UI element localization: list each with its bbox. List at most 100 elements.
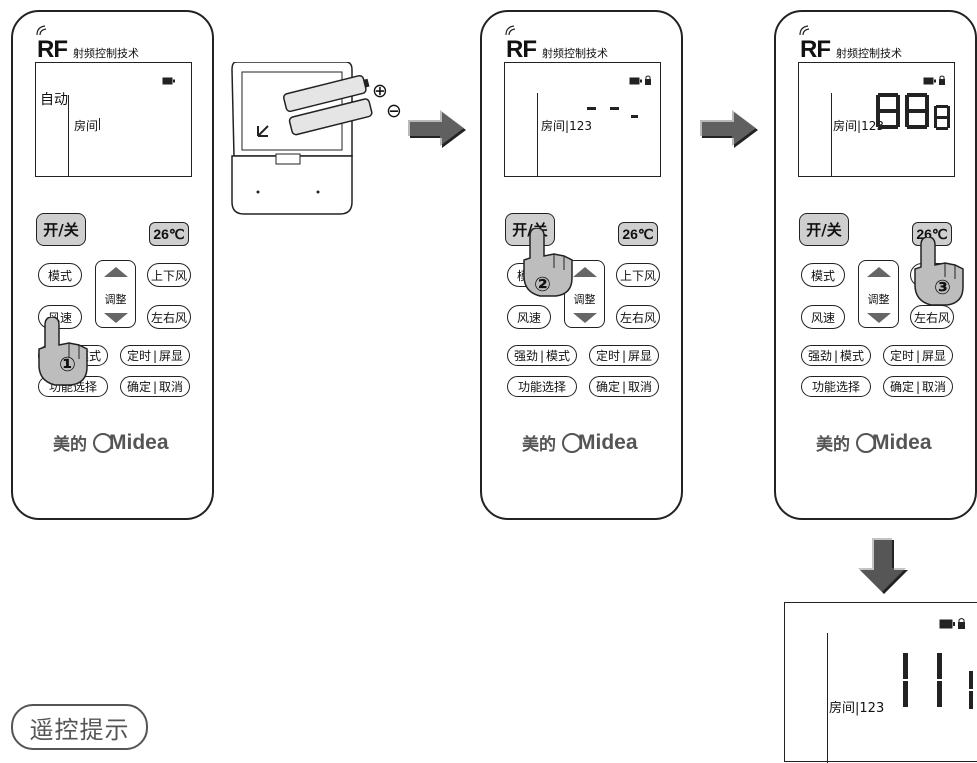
timer-label: 定时 (889, 349, 914, 363)
leftright-button[interactable]: 左右风 (616, 305, 660, 329)
lcd-digits-888 (876, 93, 950, 130)
mode-button[interactable]: 模式 (38, 263, 82, 287)
signal-icon (36, 25, 47, 36)
battery-minus-icon: ⊖ (386, 100, 402, 122)
adjust-label: 调整 (867, 293, 890, 306)
logo-cn: 美的 (816, 435, 850, 455)
cancel-label: 取消 (628, 380, 653, 394)
battery-icon (939, 619, 955, 629)
logo-cn: 美的 (522, 435, 556, 455)
func-button[interactable]: 功能选择 (507, 376, 577, 397)
room-number: 123 (569, 119, 592, 133)
brand-text: 射频控制技术 (73, 47, 139, 60)
logo-cn: 美的 (53, 435, 87, 455)
room-label: 房间|123 (541, 119, 592, 133)
room-text: 房间 (829, 701, 856, 716)
cancel-label: 取消 (922, 380, 947, 394)
battery-icon (629, 77, 642, 85)
arrow-up-icon (867, 267, 891, 277)
rf-logo: RF (506, 36, 537, 63)
display-label: 屏显 (922, 349, 947, 363)
strong-label: 强劲 (513, 349, 538, 363)
power-button[interactable]: 开/关 (36, 213, 86, 246)
room-label: 房间|123 (829, 701, 885, 716)
temp-button[interactable]: 26℃ (149, 222, 189, 246)
lcd-screen: 自动 房间 (35, 62, 192, 177)
adjust-label: 调整 (573, 293, 596, 306)
step-3-label: ③ (934, 275, 951, 299)
brand-text: 射频控制技术 (836, 47, 902, 60)
lcd-closeup: 房间|123 (784, 602, 977, 763)
midea-logo: 美的 Midea (816, 430, 932, 456)
updown-button[interactable]: 上下风 (616, 263, 660, 287)
timer-display-button[interactable]: 定时|屏显 (883, 345, 953, 366)
strong-mode-button[interactable]: 强劲|模式 (801, 345, 871, 366)
func-button[interactable]: 功能选择 (801, 376, 871, 397)
confirm-label: 确定 (889, 380, 914, 394)
confirm-cancel-button[interactable]: 确定|取消 (589, 376, 659, 397)
lock-icon (645, 75, 651, 85)
timer-label: 定时 (126, 349, 151, 363)
lock-icon (939, 75, 945, 85)
lcd-divider (831, 93, 832, 177)
arrow-down-icon (573, 313, 597, 323)
lcd-screen: 房间|123 (504, 62, 661, 177)
timer-display-button[interactable]: 定时|屏显 (589, 345, 659, 366)
room-text: 房间 (833, 119, 858, 133)
fan-button[interactable]: 风速 (801, 305, 845, 329)
step-2-label: ② (534, 272, 551, 296)
brand: RF 射频控制技术 (36, 25, 139, 62)
temp-button[interactable]: 26℃ (618, 222, 658, 246)
strong-mode-button[interactable]: 强劲|模式 (507, 345, 577, 366)
confirm-label: 确定 (126, 380, 151, 394)
mode-button[interactable]: 模式 (801, 263, 845, 287)
adjust-label: 调整 (104, 293, 127, 306)
battery-icon (162, 77, 175, 85)
mode2-label: 模式 (546, 349, 571, 363)
confirm-cancel-button[interactable]: 确定|取消 (883, 376, 953, 397)
dash-segment (631, 115, 638, 118)
adjust-rocker[interactable]: 调整 (95, 260, 136, 328)
brand: RF 射频控制技术 (799, 25, 902, 63)
signal-icon (505, 25, 516, 36)
step-1-label: ① (59, 352, 76, 376)
arrow-down-icon (104, 313, 128, 323)
brand-text: 射频控制技术 (542, 47, 608, 60)
display-label: 屏显 (628, 349, 653, 363)
arrow-up-icon (573, 267, 597, 277)
rf-logo: RF (800, 36, 831, 63)
adjust-rocker[interactable]: 调整 (858, 260, 899, 328)
power-button[interactable]: 开/关 (799, 213, 849, 246)
midea-logo: 美的 Midea (522, 430, 638, 456)
confirm-label: 确定 (595, 380, 620, 394)
strong-label: 强劲 (807, 349, 832, 363)
logo-en: Midea (109, 430, 169, 454)
timer-display-button[interactable]: 定时|屏显 (120, 345, 190, 366)
dash-segment (610, 107, 619, 110)
pointing-hand-icon (914, 237, 964, 306)
lcd-divider (537, 93, 538, 177)
remote-2: RF 射频控制技术 房间|123 开/关 26℃ 模式 调整 上下风 风速 左右… (480, 10, 683, 520)
confirm-cancel-button[interactable]: 确定|取消 (120, 376, 190, 397)
mode2-label: 模式 (840, 349, 865, 363)
tip-badge: 遥控提示 (11, 704, 148, 750)
display-label: 屏显 (159, 349, 184, 363)
cancel-label: 取消 (159, 380, 184, 394)
leftright-button[interactable]: 左右风 (147, 305, 191, 329)
leftright-button[interactable]: 左右风 (910, 305, 954, 329)
remote-1: RF 射频控制技术 自动 房间 开/关 26℃ 模式 调整 上下风 风速 左右风… (11, 10, 214, 520)
right-arrow-icon (700, 110, 758, 148)
room-label: 房间 (74, 119, 99, 133)
midea-mark-icon (93, 432, 113, 453)
updown-button[interactable]: 上下风 (147, 263, 191, 287)
mode-auto-text: 自动 (40, 92, 68, 108)
cursor (99, 118, 100, 130)
down-arrow-icon (858, 538, 908, 594)
lcd-divider (68, 95, 69, 177)
lcd-screen: 房间|123 (798, 62, 955, 177)
midea-mark-icon (562, 432, 582, 453)
dash-segment (587, 107, 596, 110)
fan-button[interactable]: 风速 (507, 305, 551, 329)
arrow-up-icon (104, 267, 128, 277)
lock-icon (958, 618, 965, 629)
